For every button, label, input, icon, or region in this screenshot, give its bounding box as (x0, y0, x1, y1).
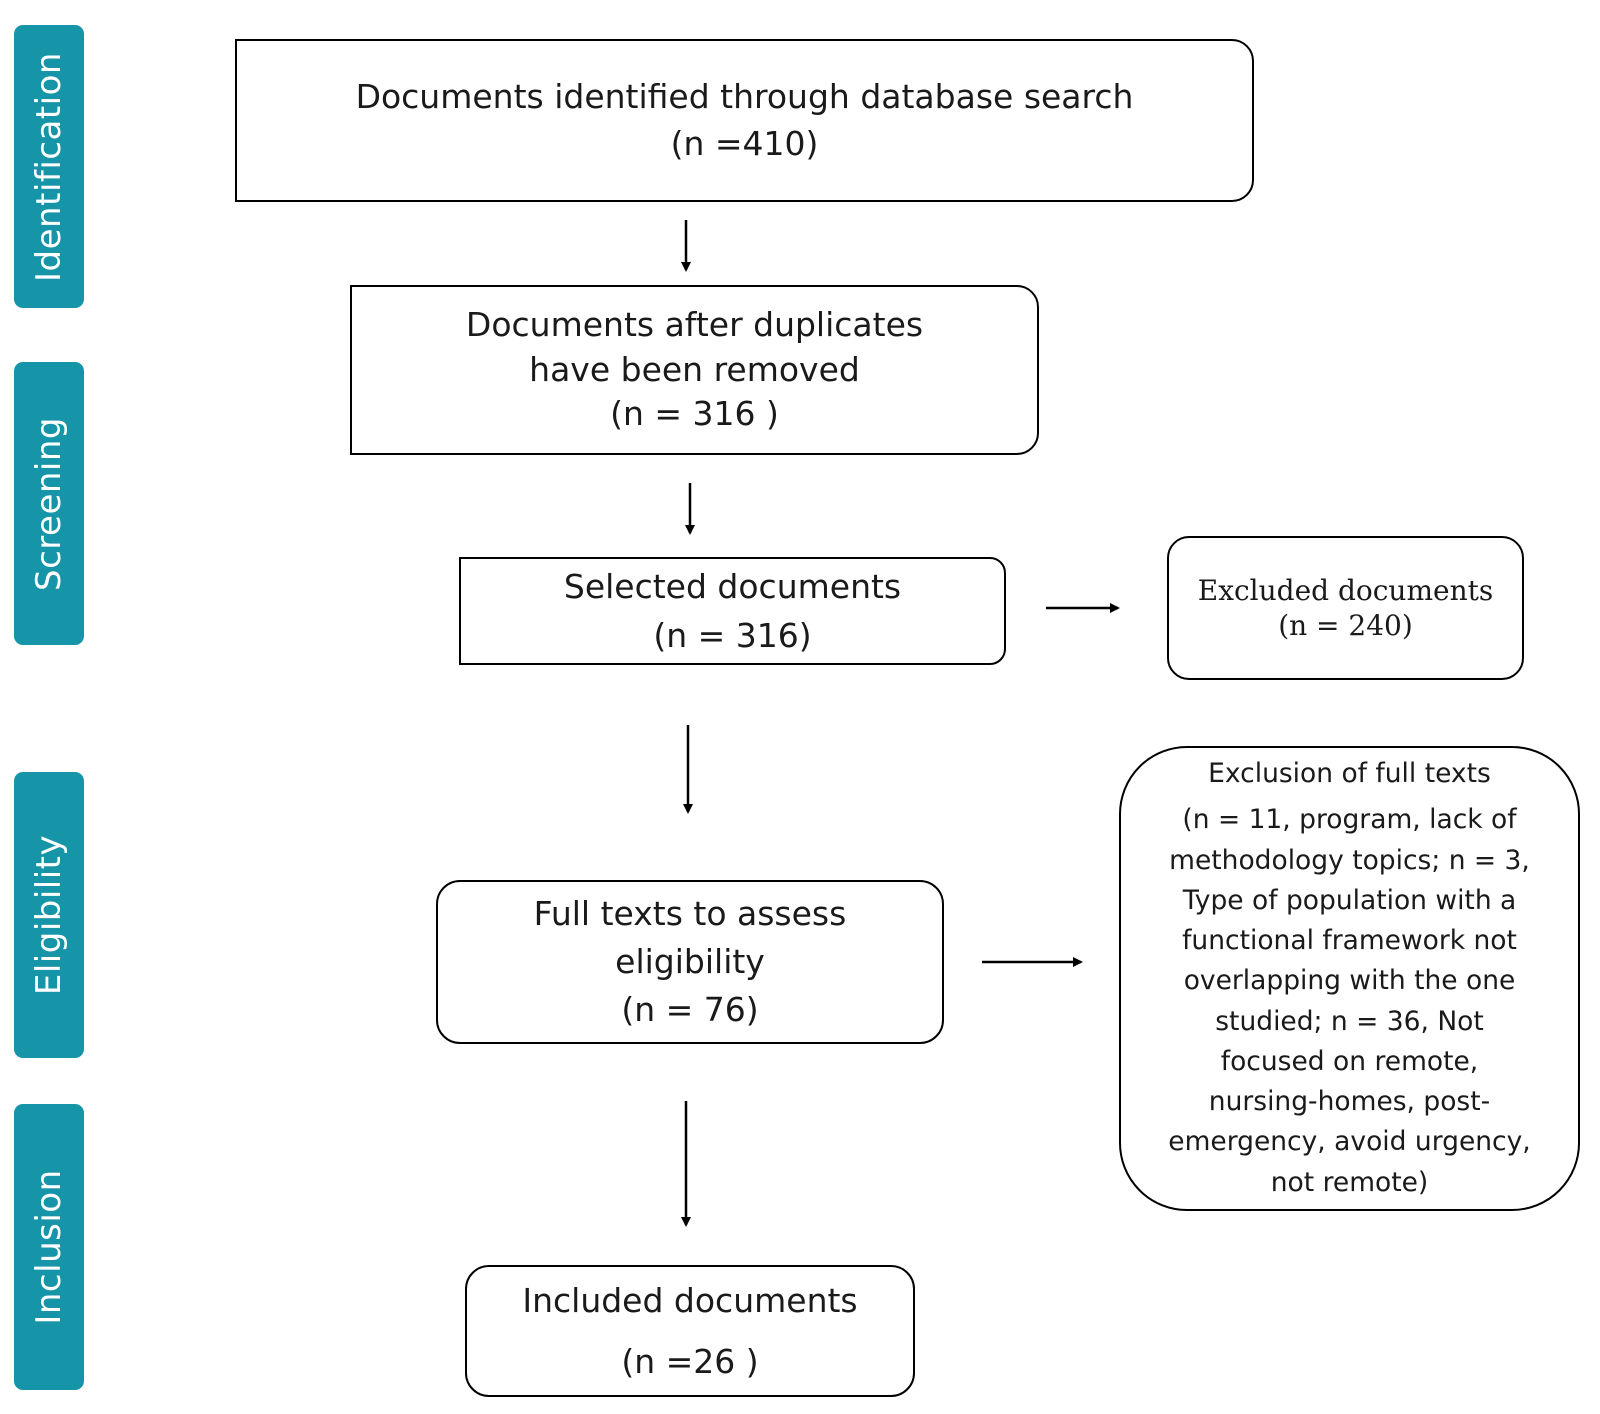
box-selected: Selected documents (n = 316) (459, 557, 1006, 665)
box-identified-count: (n =410) (670, 123, 819, 163)
exclusion-line: nursing-homes, post- (1208, 1086, 1491, 1118)
box-excluded-count: (n = 240) (1278, 609, 1413, 642)
stage-screening: Screening (14, 362, 84, 645)
box-selected-count: (n = 316) (653, 616, 812, 655)
box-full-texts-title-1: Full texts to assess (533, 894, 847, 934)
exclusion-line: studied; n = 36, Not (1215, 1005, 1484, 1037)
box-full-texts-count: (n = 76) (621, 989, 759, 1029)
box-after-duplicates-title-2: have been removed (529, 349, 860, 389)
exclusion-line: Type of population with a (1182, 884, 1517, 916)
box-after-duplicates: Documents after duplicates have been rem… (350, 285, 1039, 455)
exclusion-line: emergency, avoid urgency, (1168, 1126, 1531, 1158)
stage-inclusion: Inclusion (14, 1104, 84, 1390)
exclusion-line: methodology topics; n = 3, (1169, 844, 1530, 876)
box-full-texts-title-2: eligibility (615, 942, 765, 982)
stage-eligibility: Eligibility (14, 772, 84, 1058)
box-after-duplicates-count: (n = 316 ) (610, 394, 779, 434)
box-exclusion-full-texts: Exclusion of full texts (n = 11, program… (1119, 746, 1580, 1211)
box-excluded-title: Excluded documents (1197, 574, 1494, 607)
box-exclusion-title: Exclusion of full texts (1208, 758, 1491, 790)
box-identified: Documents identified through database se… (235, 39, 1254, 202)
stage-identification: Identification (14, 25, 84, 308)
exclusion-line: functional framework not (1182, 925, 1517, 957)
box-after-duplicates-title-1: Documents after duplicates (465, 305, 924, 345)
box-included-count: (n =26 ) (621, 1342, 759, 1381)
box-selected-title: Selected documents (563, 566, 902, 606)
exclusion-line: focused on remote, (1220, 1045, 1479, 1077)
box-full-texts: Full texts to assess eligibility (n = 76… (436, 880, 944, 1044)
box-excluded: Excluded documents (n = 240) (1167, 536, 1524, 680)
box-included: Included documents (n =26 ) (465, 1265, 915, 1397)
exclusion-line: not remote) (1270, 1166, 1429, 1198)
box-identified-title: Documents identified through database se… (355, 77, 1134, 117)
exclusion-line: (n = 11, program, lack of (1182, 804, 1517, 836)
exclusion-line: overlapping with the one (1183, 965, 1516, 997)
box-included-title: Included documents (522, 1280, 858, 1320)
